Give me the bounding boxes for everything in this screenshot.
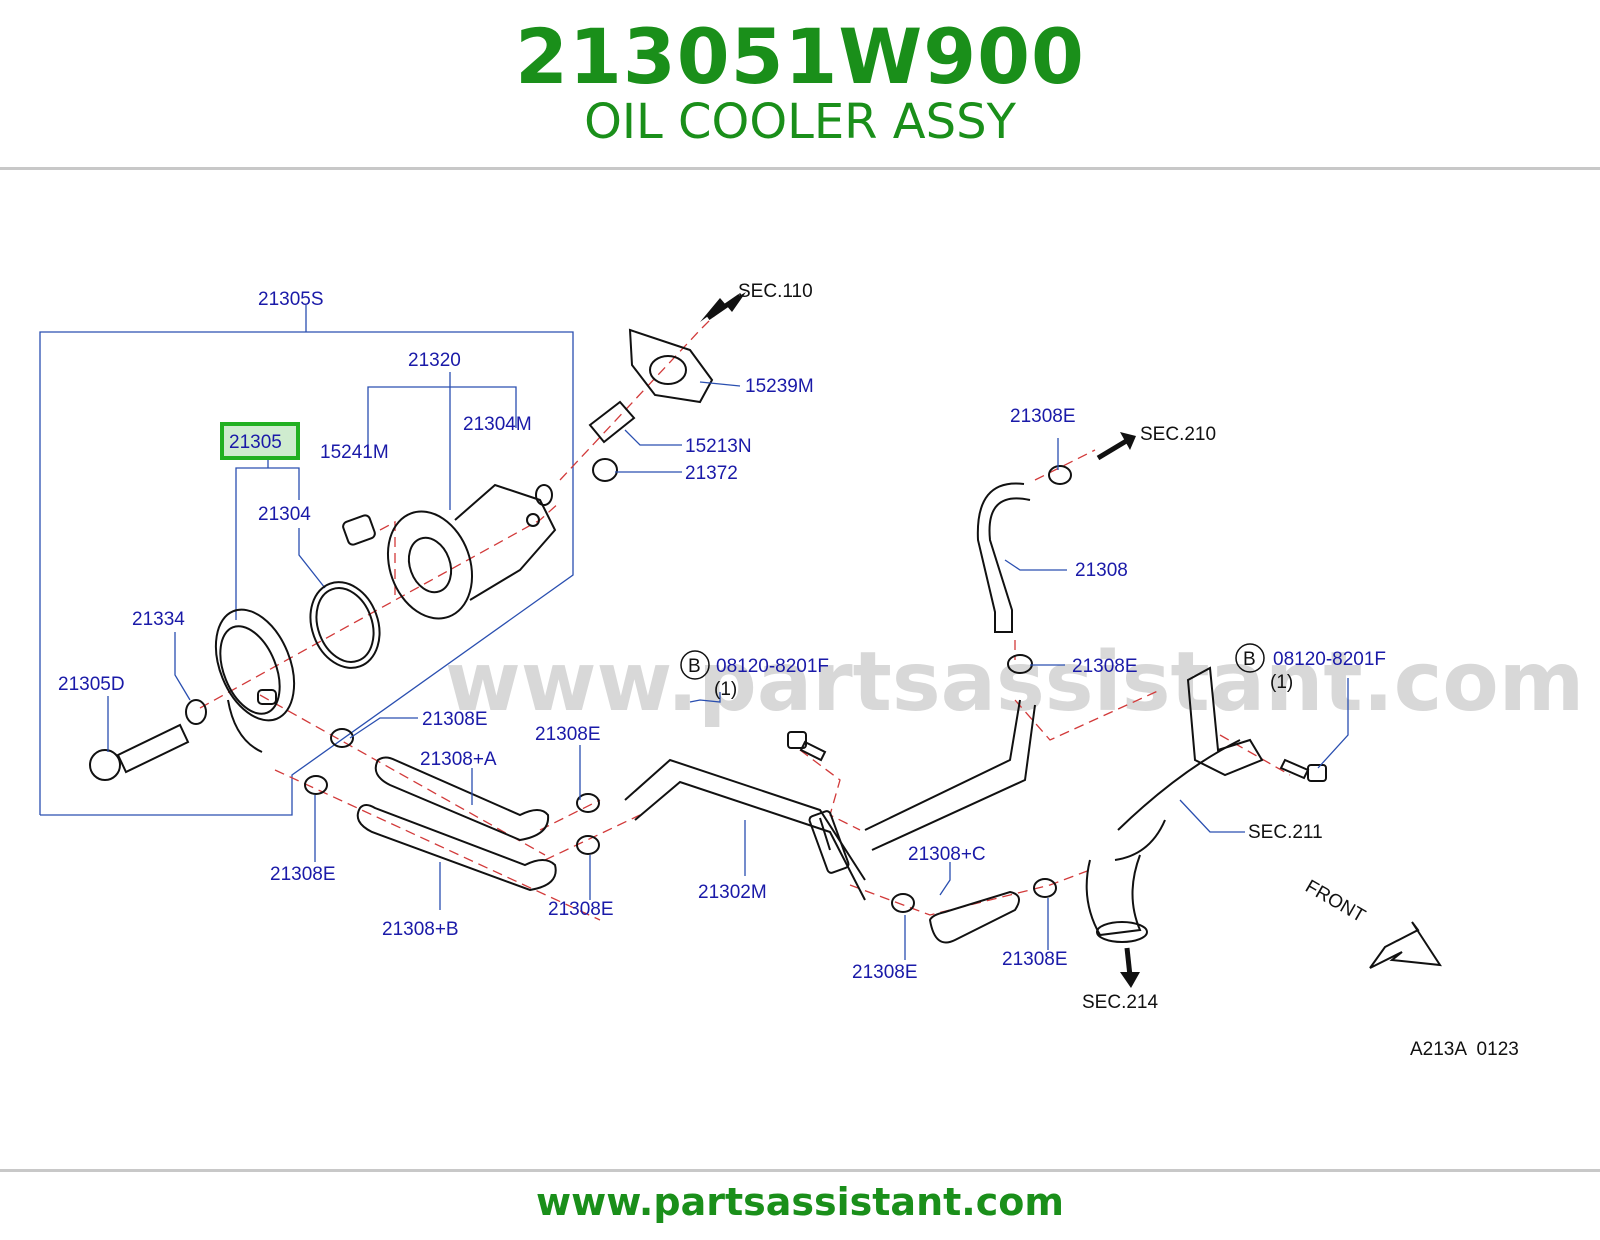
bolt-callout-circle-1 (680, 650, 710, 680)
label-21308b[interactable]: 21308+B (382, 919, 459, 940)
label-21308e-a[interactable]: 21308E (422, 709, 488, 730)
hose-21308c-part (928, 890, 1020, 944)
label-21305s[interactable]: 21305S (258, 289, 324, 310)
label-21304[interactable]: 21304 (258, 504, 311, 525)
bolt-08120-8201f-part (787, 731, 1327, 782)
label-21308e-e[interactable]: 21308E (852, 962, 918, 983)
oil-cooler-part (214, 608, 296, 753)
label-qty-2: (1) (1270, 672, 1293, 693)
top-divider (0, 167, 1600, 170)
label-21308[interactable]: 21308 (1075, 560, 1128, 581)
diagram-reference-code: A213A 0123 (1410, 1039, 1519, 1060)
front-arrow-icon (1369, 921, 1442, 969)
plug-21372-part (592, 458, 618, 482)
part-number-title: 213051W900 (515, 12, 1085, 101)
watermark-text: www.partsassistant.com (445, 635, 1584, 730)
label-21308a[interactable]: 21308+A (420, 749, 497, 770)
label-15241m[interactable]: 15241M (320, 442, 389, 463)
bracket-21305 (235, 455, 326, 620)
label-qty-1: (1) (714, 679, 737, 700)
label-21372[interactable]: 21372 (685, 463, 738, 484)
label-front: FRONT (1302, 876, 1370, 927)
label-21308e-c[interactable]: 21308E (270, 864, 336, 885)
bolt-callout-circle-2 (1235, 643, 1265, 673)
hose-21308a-part (374, 756, 550, 842)
label-sec110[interactable]: SEC.110 (738, 281, 813, 302)
label-08120-8201f-1[interactable]: 08120-8201F (716, 656, 829, 677)
part-name-subtitle: OIL COOLER ASSY (584, 94, 1016, 150)
footer-url-link[interactable]: www.partsassistant.com (536, 1180, 1064, 1224)
label-21308e-mid[interactable]: 21308E (1072, 656, 1138, 677)
bottom-divider (0, 1169, 1600, 1172)
connector-15213n-part (588, 400, 636, 444)
label-21308e-top[interactable]: 21308E (1010, 406, 1076, 427)
arrow-sec214-icon (1120, 947, 1140, 988)
highlight-box-21305 (220, 422, 300, 460)
label-21305d[interactable]: 21305D (58, 674, 125, 695)
centerlines (199, 309, 1291, 921)
label-sec214[interactable]: SEC.214 (1082, 992, 1158, 1013)
pump-housing-21320-part (386, 483, 557, 620)
o-ring-21334-part (185, 699, 207, 725)
header: 213051W900 OIL COOLER ASSY (0, 0, 1600, 168)
parts-diagram: www.partsassistant.com (39, 281, 1584, 1060)
pipe-21302m-part (624, 699, 1036, 901)
bolt-21305d-part (89, 723, 190, 781)
arrow-sec210-icon (1096, 432, 1136, 461)
label-21334[interactable]: 21334 (132, 609, 185, 630)
bracket-sec211-part (1085, 666, 1264, 943)
label-21304m[interactable]: 21304M (463, 414, 532, 435)
clamp-parts (304, 465, 1072, 913)
label-21302m[interactable]: 21302M (698, 882, 767, 903)
label-21305[interactable]: 21305 (229, 432, 282, 453)
arrow-sec110-icon (700, 292, 746, 322)
bolt-callout-b-2: B (1243, 649, 1256, 670)
o-ring-21304m-part (535, 484, 553, 506)
label-15239m[interactable]: 15239M (745, 376, 814, 397)
hose-21308-part (976, 482, 1031, 633)
hose-21308b-part (356, 804, 557, 892)
bolt-callout-b-1: B (688, 656, 701, 677)
label-21308e-f[interactable]: 21308E (1002, 949, 1068, 970)
o-ring-21304-part (309, 581, 381, 669)
gasket-15239m-part (628, 328, 714, 404)
label-21308e-d[interactable]: 21308E (548, 899, 614, 920)
bracket-21320 (367, 372, 517, 510)
label-sec210[interactable]: SEC.210 (1140, 424, 1216, 445)
label-21308e-b[interactable]: 21308E (535, 724, 601, 745)
label-sec211[interactable]: SEC.211 (1248, 822, 1323, 843)
valve-15241m-part (342, 514, 376, 546)
label-15213n[interactable]: 15213N (685, 436, 752, 457)
group-bracket-21305s (39, 305, 574, 816)
label-21308c[interactable]: 21308+C (908, 844, 986, 865)
label-08120-8201f-2[interactable]: 08120-8201F (1273, 649, 1386, 670)
label-leaders (107, 381, 1349, 960)
label-21320[interactable]: 21320 (408, 350, 461, 371)
